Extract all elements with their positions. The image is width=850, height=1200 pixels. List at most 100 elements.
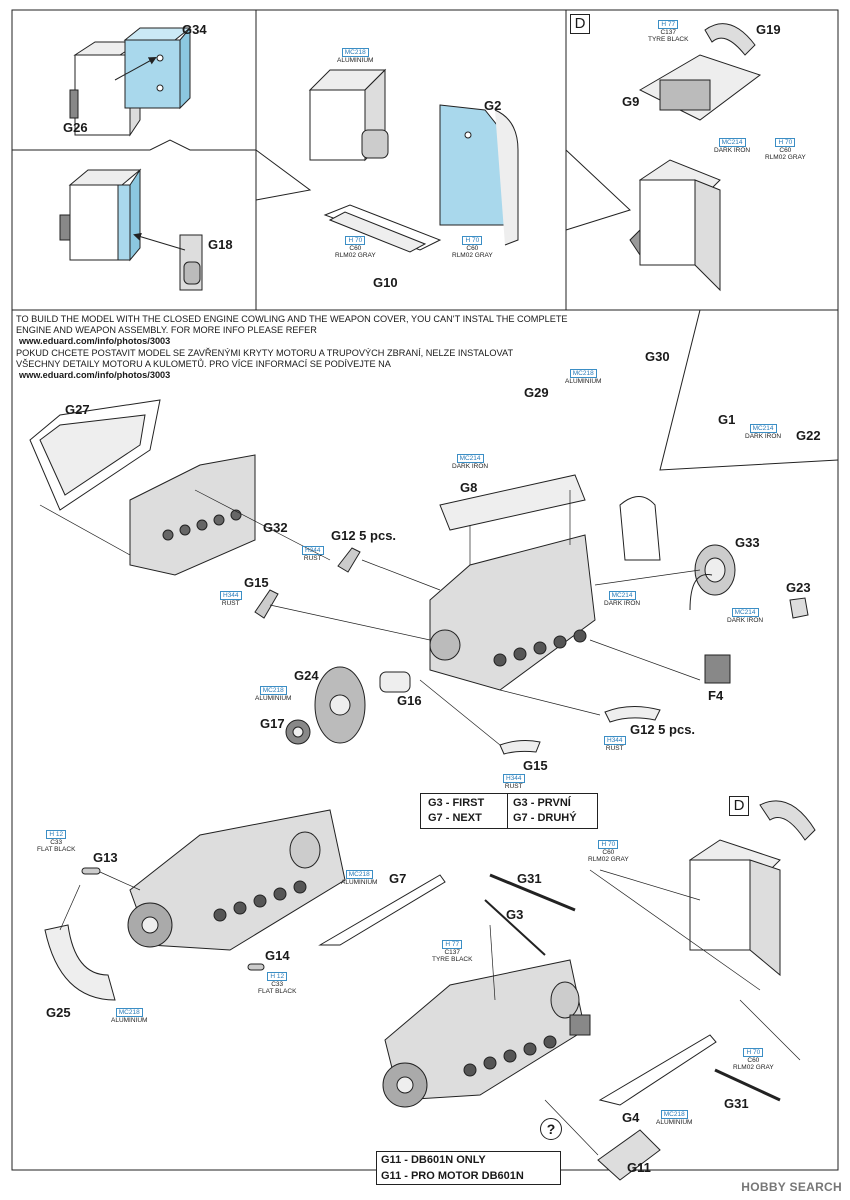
part-g34 <box>123 26 192 110</box>
callout-panel-3 <box>565 149 631 231</box>
label-g3: G3 <box>506 907 524 922</box>
part-g33 <box>689 544 736 611</box>
callout-g1 <box>659 309 839 471</box>
label-g30: G30 <box>645 349 670 364</box>
part-armor-block <box>308 68 389 162</box>
note-en-url[interactable]: www.eduard.com/info/photos/3003 <box>19 336 171 347</box>
label-g29: G29 <box>524 385 549 400</box>
part-g15-left <box>254 589 279 619</box>
part-g2 <box>439 104 519 246</box>
part-g17 <box>285 719 311 745</box>
part-g15-bottom <box>499 740 541 755</box>
label-g27: G27 <box>65 402 90 417</box>
note-cz-line1: POKUD CHCETE POSTAVIT MODEL SE ZAVŘENÝMI… <box>16 347 514 358</box>
seq-r2c1: G7 - NEXT <box>428 812 482 824</box>
label-g16: G16 <box>397 693 422 708</box>
part-g7 <box>318 874 446 946</box>
label-g18: G18 <box>208 237 233 252</box>
part-g14 <box>247 963 265 971</box>
variant-box: G11 - DB601N ONLY G11 - PRO MOTOR DB601N <box>376 1151 561 1185</box>
variant-line2: G11 - PRO MOTOR DB601N <box>381 1170 524 1182</box>
part-g31-top <box>489 873 576 912</box>
part-engine-lower-left <box>127 809 346 951</box>
part-g9 <box>638 54 762 121</box>
part-f4 <box>704 654 731 684</box>
part-g4 <box>598 1034 717 1106</box>
note-cz-line2: VŠECHNY DETAILY MOTORU A KULOMETŮ. PRO V… <box>16 358 391 369</box>
label-g1: G1 <box>718 412 736 427</box>
label-g26: G26 <box>63 120 88 135</box>
label-g19: G19 <box>756 22 781 37</box>
part-engine-main <box>429 534 596 691</box>
part-g25 <box>44 924 116 1001</box>
question-mark-icon: ? <box>540 1118 562 1140</box>
part-lower-right-assembly <box>688 800 816 977</box>
label-g10: G10 <box>373 275 398 290</box>
part-g18-block <box>59 168 142 262</box>
label-g22: G22 <box>796 428 821 443</box>
variant-line1: G11 - DB601N ONLY <box>381 1154 486 1166</box>
part-g19 <box>704 23 756 56</box>
label-g12-bottom: G12 5 pcs. <box>630 722 696 737</box>
note-cz-url[interactable]: www.eduard.com/info/photos/3003 <box>19 370 171 381</box>
label-g15-bottom: G15 <box>523 758 548 773</box>
assembly-note: TO BUILD THE MODEL WITH THE CLOSED ENGIN… <box>16 314 696 381</box>
part-panel3-assembly <box>629 159 721 292</box>
label-g34: G34 <box>182 22 207 37</box>
label-g31-top: G31 <box>517 871 542 886</box>
label-g17: G17 <box>260 716 285 731</box>
label-g12-top: G12 5 pcs. <box>331 528 397 543</box>
part-g31-bottom <box>714 1068 781 1102</box>
part-g12-bottom <box>604 706 661 723</box>
label-g15-left: G15 <box>244 575 269 590</box>
part-engine-lower-center <box>382 959 591 1108</box>
label-g14: G14 <box>265 948 290 963</box>
label-g13: G13 <box>93 850 118 865</box>
part-g32 <box>129 454 256 576</box>
part-g24 <box>314 666 366 744</box>
label-g32: G32 <box>263 520 288 535</box>
part-g16 <box>379 671 411 693</box>
label-g2: G2 <box>484 98 502 113</box>
panel-frame-2 <box>255 9 567 311</box>
box-d-bottom: D <box>729 796 749 816</box>
part-g27 <box>29 399 161 511</box>
label-g33: G33 <box>735 535 760 550</box>
label-g24: G24 <box>294 668 319 683</box>
part-g8 <box>439 474 586 531</box>
label-g9: G9 <box>622 94 640 109</box>
label-g25: G25 <box>46 1005 71 1020</box>
part-g23 <box>789 597 809 619</box>
sequence-box: G3 - FIRST G3 - PRVNÍ G7 - NEXT G7 - DRU… <box>420 793 598 829</box>
part-g10 <box>323 204 442 253</box>
label-g31-bottom: G31 <box>724 1096 749 1111</box>
label-g8: G8 <box>460 480 478 495</box>
part-g18 <box>179 234 203 291</box>
note-en-line2: ENGINE AND WEAPON ASSEMBLY. FOR MORE INF… <box>16 325 317 336</box>
seq-r1c1: G3 - FIRST <box>428 797 485 809</box>
part-g3 <box>484 899 546 956</box>
label-g11: G11 <box>627 1160 651 1175</box>
seq-r1c2: G3 - PRVNÍ <box>513 797 571 809</box>
box-d-top: D <box>570 14 590 34</box>
part-g12-top <box>337 547 361 573</box>
